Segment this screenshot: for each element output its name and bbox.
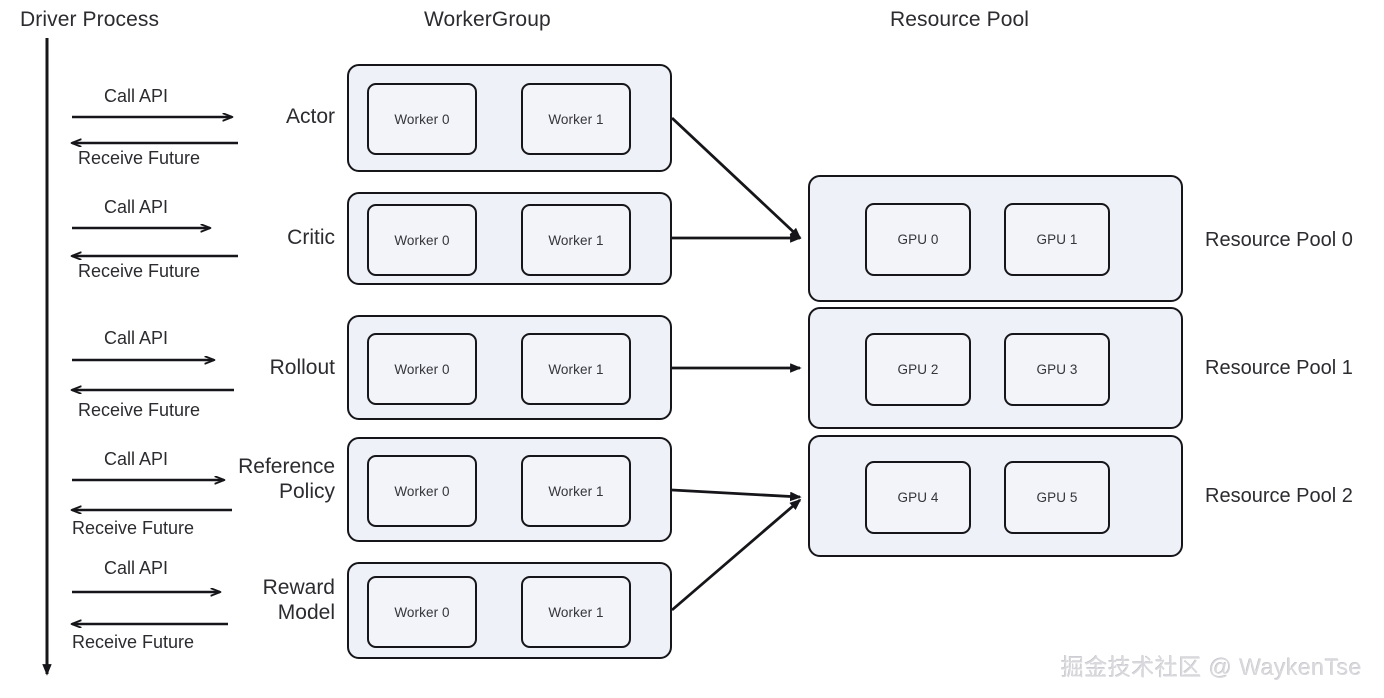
resource-pool-1[interactable]: GPU 2 GPU 3 xyxy=(808,307,1183,429)
connector-reference-policy-to-pool-2 xyxy=(671,488,800,497)
connector-actor-to-pool-0 xyxy=(671,116,800,238)
message-label-receive-future-4: Receive Future xyxy=(72,632,195,652)
worker-box[interactable]: Worker 0 xyxy=(367,83,477,155)
resource-pool-label-1: Resource Pool 1 xyxy=(1205,357,1353,379)
gpu-box[interactable]: GPU 1 xyxy=(1004,203,1110,276)
role-label-critic: Critic xyxy=(287,226,335,249)
gpu-box[interactable]: GPU 0 xyxy=(865,203,971,276)
gpu-box[interactable]: GPU 4 xyxy=(865,461,971,534)
gpu-box[interactable]: GPU 5 xyxy=(1004,461,1110,534)
resource-pool-0[interactable]: GPU 0 GPU 1 xyxy=(808,175,1183,302)
message-label-call-api-3: Call API xyxy=(104,449,169,469)
resource-pool-label-2: Resource Pool 2 xyxy=(1205,485,1353,507)
worker-box[interactable]: Worker 1 xyxy=(521,83,631,155)
worker-group-actor[interactable]: Worker 0 Worker 1 xyxy=(347,64,672,172)
connector-reward-model-to-pool-2 xyxy=(671,500,800,612)
message-label-call-api-4: Call API xyxy=(104,558,169,578)
worker-box[interactable]: Worker 0 xyxy=(367,455,477,527)
worker-group-reference-policy[interactable]: Worker 0 Worker 1 xyxy=(347,437,672,542)
column-title-driver-process: Driver Process xyxy=(20,8,160,31)
message-label-call-api-2: Call API xyxy=(104,328,169,348)
message-label-receive-future-0: Receive Future xyxy=(78,148,201,168)
role-label-reward-model: Reward Model xyxy=(262,576,335,624)
gpu-box[interactable]: GPU 3 xyxy=(1004,333,1110,406)
message-label-call-api-0: Call API xyxy=(104,86,169,106)
column-title-worker-group: WorkerGroup xyxy=(424,8,551,31)
worker-box[interactable]: Worker 0 xyxy=(367,576,477,648)
worker-box[interactable]: Worker 0 xyxy=(367,333,477,405)
worker-box[interactable]: Worker 1 xyxy=(521,333,631,405)
message-label-receive-future-1: Receive Future xyxy=(78,261,201,281)
worker-group-rollout[interactable]: Worker 0 Worker 1 xyxy=(347,315,672,420)
worker-box[interactable]: Worker 0 xyxy=(367,204,477,276)
message-label-receive-future-3: Receive Future xyxy=(72,518,195,538)
role-label-rollout: Rollout xyxy=(269,356,335,379)
worker-group-critic[interactable]: Worker 0 Worker 1 xyxy=(347,192,672,285)
worker-box[interactable]: Worker 1 xyxy=(521,455,631,527)
worker-group-reward-model[interactable]: Worker 0 Worker 1 xyxy=(347,562,672,659)
role-label-actor: Actor xyxy=(285,105,335,128)
worker-box[interactable]: Worker 1 xyxy=(521,204,631,276)
worker-box[interactable]: Worker 1 xyxy=(521,576,631,648)
column-title-resource-pool: Resource Pool xyxy=(890,8,1030,31)
message-label-call-api-1: Call API xyxy=(104,197,169,217)
resource-pool-2[interactable]: GPU 4 GPU 5 xyxy=(808,435,1183,557)
role-label-reference-policy: Reference Policy xyxy=(238,455,335,503)
watermark: 掘金技术社区 @ WaykenTse xyxy=(1060,654,1362,680)
message-label-receive-future-2: Receive Future xyxy=(78,400,201,420)
resource-pool-label-0: Resource Pool 0 xyxy=(1205,229,1353,251)
gpu-box[interactable]: GPU 2 xyxy=(865,333,971,406)
